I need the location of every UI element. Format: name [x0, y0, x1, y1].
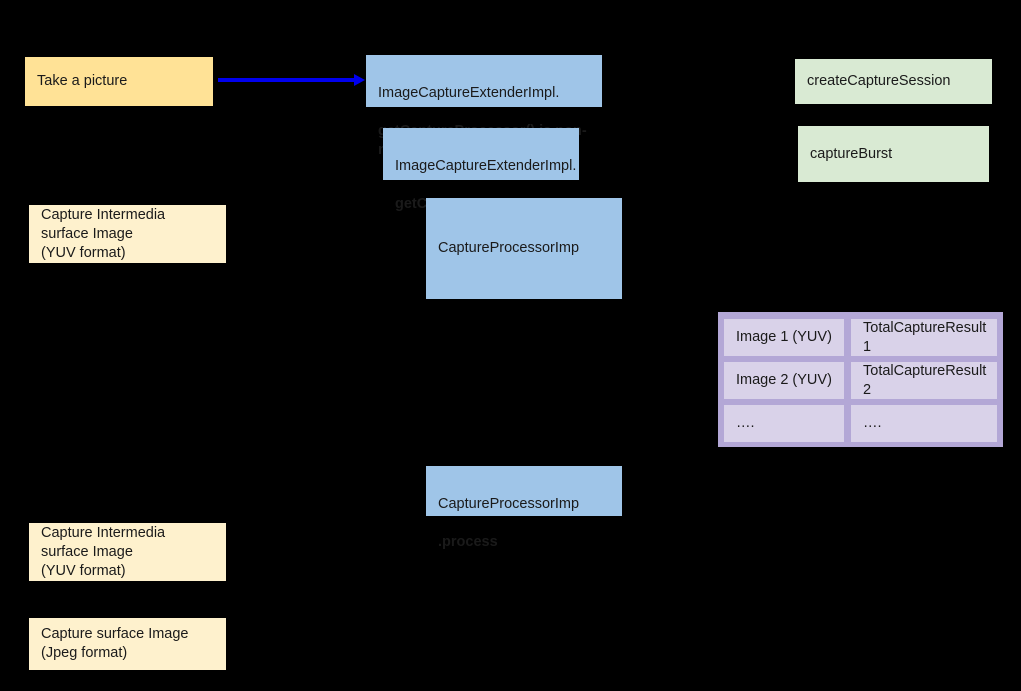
node-capture-processor-imp-process-line1: CaptureProcessorImp — [438, 496, 580, 512]
table-cell-total-capture-result-2-label: TotalCaptureResult 2 — [863, 362, 987, 398]
node-capture-intermedia-surface-image-yuv-bottom-label: Capture Intermedia surface Image (YUV fo… — [41, 524, 166, 579]
node-capture-intermedia-surface-image-yuv-top[interactable]: Capture Intermedia surface Image (YUV fo… — [29, 205, 226, 263]
node-capture-surface-image-jpeg-label: Capture surface Image (Jpeg format) — [41, 626, 189, 661]
node-capture-processor-imp-process[interactable]: CaptureProcessorImp .process — [426, 466, 622, 550]
table-cell-image-more[interactable]: …. — [724, 405, 844, 442]
table-cell-total-capture-result-2[interactable]: TotalCaptureResult 2 — [851, 362, 997, 399]
table-cell-image-more-label: …. — [736, 415, 755, 431]
node-take-a-picture[interactable]: Take a picture — [25, 57, 213, 106]
node-capture-burst-label: captureBurst — [810, 145, 893, 162]
node-get-capture-processor-line1: ImageCaptureExtenderImpl. — [378, 85, 560, 101]
result-table-container: Image 1 (YUV) Image 2 (YUV) …. TotalCapt… — [718, 312, 1003, 447]
node-get-capture-processor[interactable]: ImageCaptureExtenderImpl. getCaptureProc… — [366, 55, 602, 158]
node-capture-burst[interactable]: captureBurst — [798, 126, 989, 182]
arrow-take-picture-to-get-capture-processor-line — [218, 78, 356, 82]
node-take-a-picture-label: Take a picture — [37, 73, 128, 89]
node-capture-processor-imp[interactable]: CaptureProcessorImp — [426, 198, 622, 299]
node-capture-intermedia-surface-image-yuv-bottom[interactable]: Capture Intermedia surface Image (YUV fo… — [29, 523, 226, 581]
node-create-capture-session[interactable]: createCaptureSession — [795, 59, 992, 104]
node-get-capture-stages[interactable]: ImageCaptureExtenderImpl. getCaptureStag… — [383, 128, 579, 212]
node-capture-surface-image-jpeg[interactable]: Capture surface Image (Jpeg format) — [29, 618, 226, 670]
node-get-capture-stages-line1: ImageCaptureExtenderImpl. — [395, 158, 577, 174]
node-create-capture-session-label: createCaptureSession — [807, 73, 951, 89]
node-capture-processor-imp-process-line2: .process — [438, 534, 498, 550]
table-cell-image-2[interactable]: Image 2 (YUV) — [724, 362, 844, 399]
table-cell-image-1-label: Image 1 (YUV) — [736, 329, 832, 345]
arrow-take-picture-to-get-capture-processor-head — [354, 74, 365, 86]
table-cell-image-1[interactable]: Image 1 (YUV) — [724, 319, 844, 356]
table-cell-total-capture-result-more[interactable]: …. — [851, 405, 997, 442]
table-cell-image-2-label: Image 2 (YUV) — [736, 372, 832, 388]
table-cell-total-capture-result-1[interactable]: TotalCaptureResult 1 — [851, 319, 997, 356]
table-cell-total-capture-result-more-label: …. — [863, 415, 882, 431]
node-capture-processor-imp-label: CaptureProcessorImp — [438, 240, 580, 256]
table-cell-total-capture-result-1-label: TotalCaptureResult 1 — [863, 319, 987, 355]
node-capture-intermedia-surface-image-yuv-top-label: Capture Intermedia surface Image (YUV fo… — [41, 206, 166, 261]
